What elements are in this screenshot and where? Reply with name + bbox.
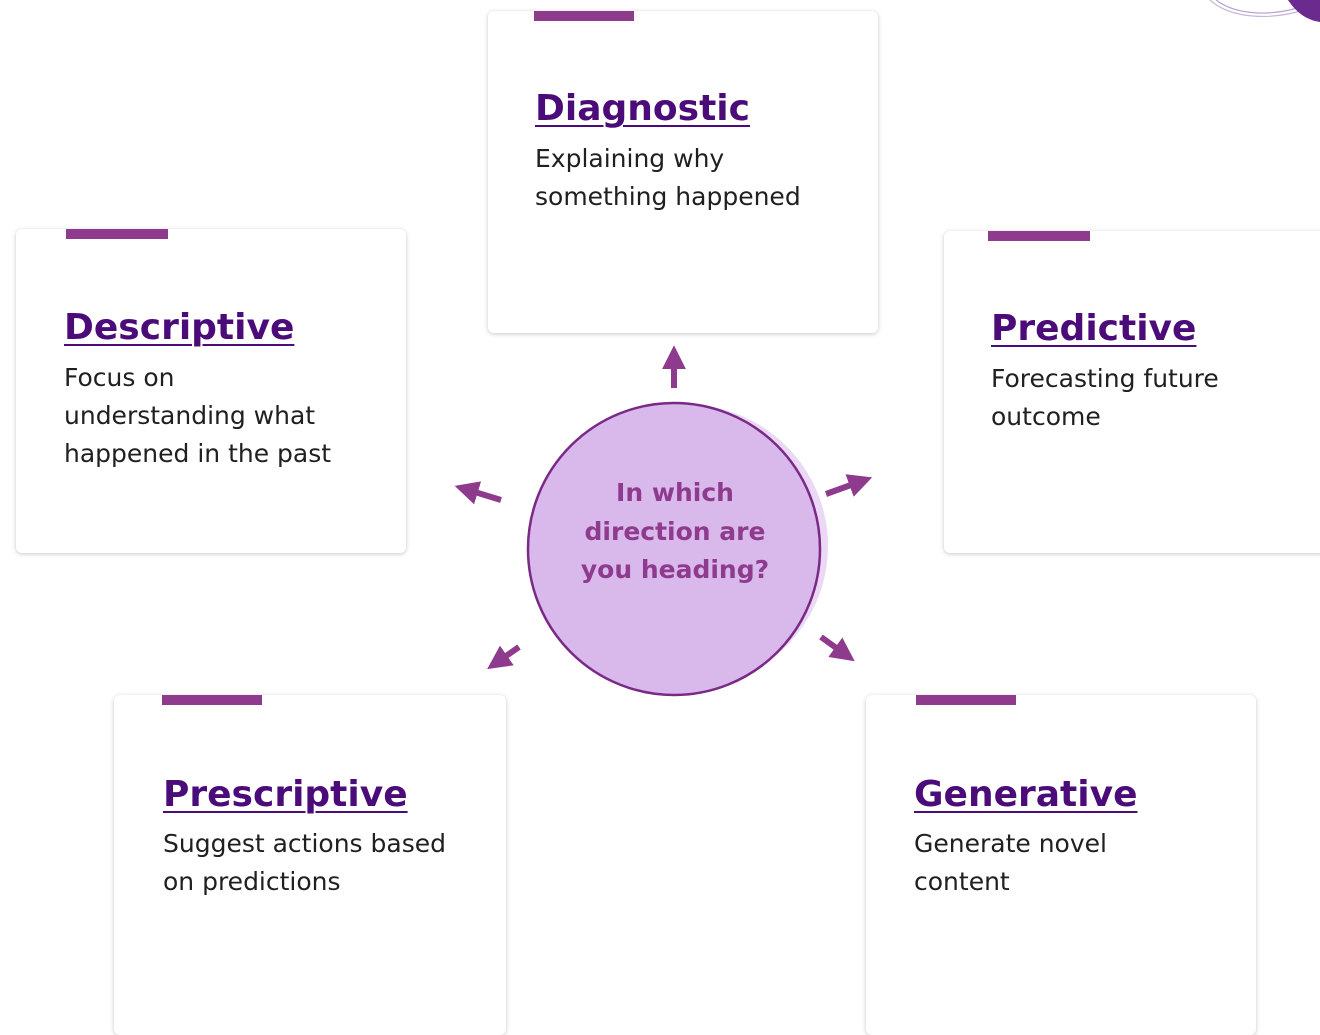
card-predictive: Predictive Forecasting future outcome	[944, 231, 1320, 553]
card-title-predictive[interactable]: Predictive	[991, 308, 1197, 349]
card-accent-bar	[66, 229, 168, 239]
card-description-diagnostic: Explaining why something happened	[535, 144, 801, 211]
card-prescriptive: Prescriptive Suggest actions based on pr…	[114, 695, 506, 1035]
card-title-generative[interactable]: Generative	[914, 774, 1138, 815]
center-question: In which direction are you heading?	[580, 478, 770, 584]
arrow-upper-right-icon	[824, 474, 873, 497]
card-accent-bar	[916, 695, 1016, 705]
card-accent-bar	[162, 695, 262, 705]
card-description-predictive: Forecasting future outcome	[991, 364, 1219, 431]
card-description-prescriptive: Suggest actions based on predictions	[163, 829, 446, 896]
corner-swirl-decoration	[1209, 0, 1320, 22]
card-description-generative: Generate novel content	[914, 829, 1107, 896]
card-title-descriptive[interactable]: Descriptive	[64, 307, 295, 348]
card-accent-bar	[988, 231, 1090, 241]
card-descriptive: Descriptive Focus on understanding what …	[16, 229, 406, 553]
card-description-descriptive: Focus on understanding what happened in …	[64, 363, 332, 468]
card-title-diagnostic[interactable]: Diagnostic	[535, 88, 750, 129]
arrow-left-icon	[454, 481, 502, 505]
arrow-lower-right-icon	[819, 634, 855, 662]
card-diagnostic: Diagnostic Explaining why something happ…	[488, 11, 878, 333]
arrow-lower-left-icon	[487, 644, 521, 670]
card-generative: Generative Generate novel content	[866, 695, 1256, 1035]
card-accent-bar	[534, 11, 634, 21]
card-title-prescriptive[interactable]: Prescriptive	[163, 774, 408, 815]
